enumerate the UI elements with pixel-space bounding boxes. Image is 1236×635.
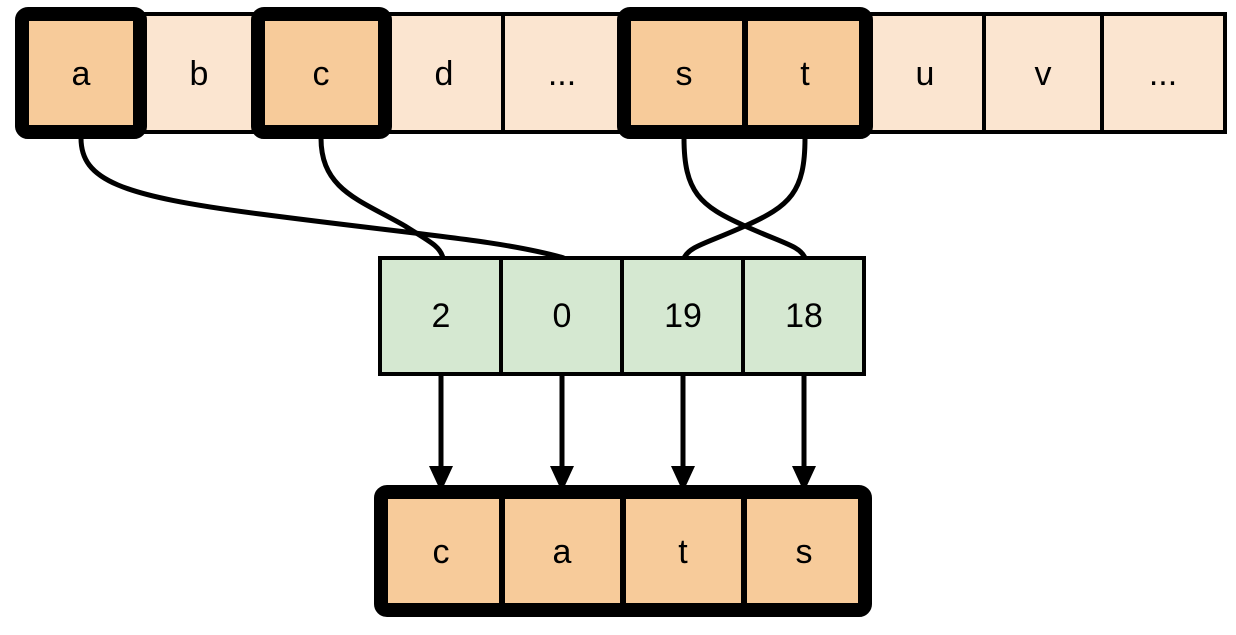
index-cell-3[interactable]: [741, 256, 866, 376]
alphabet-cell-c-fill: [258, 14, 385, 132]
result-cell-1-fill: [502, 492, 623, 610]
result-word: c a t s: [374, 485, 872, 617]
alphabet-label-a: a: [72, 55, 91, 93]
alphabet-cell-ellipsis-2[interactable]: [1100, 12, 1227, 134]
result-label-3: s: [796, 533, 813, 571]
alphabet-label-s: s: [676, 55, 693, 93]
arrow-head-3: [792, 466, 816, 492]
alphabet-cell-t-fill: [745, 14, 866, 132]
arrow-head-1: [550, 466, 574, 492]
index-to-result-arrows: [429, 376, 816, 492]
index-cell-1[interactable]: [499, 256, 624, 376]
index-value-0: 2: [432, 297, 451, 335]
curve-t-to-index-19: [681, 137, 808, 260]
alphabet-highlight-outline-c: [251, 7, 392, 139]
index-value-3: 18: [785, 297, 823, 335]
arrow-head-0: [429, 466, 453, 492]
result-label-1: a: [553, 533, 572, 571]
alphabet-cell-a-fill: [22, 14, 140, 132]
alphabet-cell-ellipsis-1[interactable]: [501, 12, 623, 134]
arrow-head-2: [671, 466, 695, 492]
alphabet-label-b: b: [190, 55, 209, 93]
curve-c-to-index-2: [318, 137, 446, 259]
alphabet-label-d: d: [435, 55, 454, 93]
alphabet-cell-d[interactable]: [383, 12, 505, 134]
alphabet-highlight-outline-a: [15, 7, 147, 139]
alphabet-strip: a b c d ... s t u v ...: [15, 7, 1227, 139]
index-value-2: 19: [664, 297, 702, 335]
alphabet-cell-s-fill: [624, 14, 745, 132]
result-word-outline: [374, 485, 872, 617]
alphabet-label-t: t: [800, 55, 810, 93]
curve-s-to-index-18: [681, 137, 808, 260]
result-cell-3-fill: [744, 492, 865, 610]
alphabet-cell-v[interactable]: [982, 12, 1104, 134]
result-cell-0-fill: [381, 492, 502, 610]
result-label-2: t: [678, 533, 688, 571]
result-cell-2-fill: [623, 492, 744, 610]
alphabet-label-c: c: [313, 55, 330, 93]
index-value-1: 0: [553, 297, 572, 335]
alphabet-label-v: v: [1035, 55, 1052, 93]
curve-a-to-index-0: [78, 137, 565, 261]
alphabet-label-ellipsis-1: ...: [548, 55, 576, 93]
result-label-0: c: [433, 533, 450, 571]
alphabet-label-u: u: [916, 55, 935, 93]
index-array: 2 0 19 18: [378, 256, 866, 376]
connector-curves: [78, 137, 808, 261]
alphabet-label-ellipsis-2: ...: [1149, 55, 1177, 93]
